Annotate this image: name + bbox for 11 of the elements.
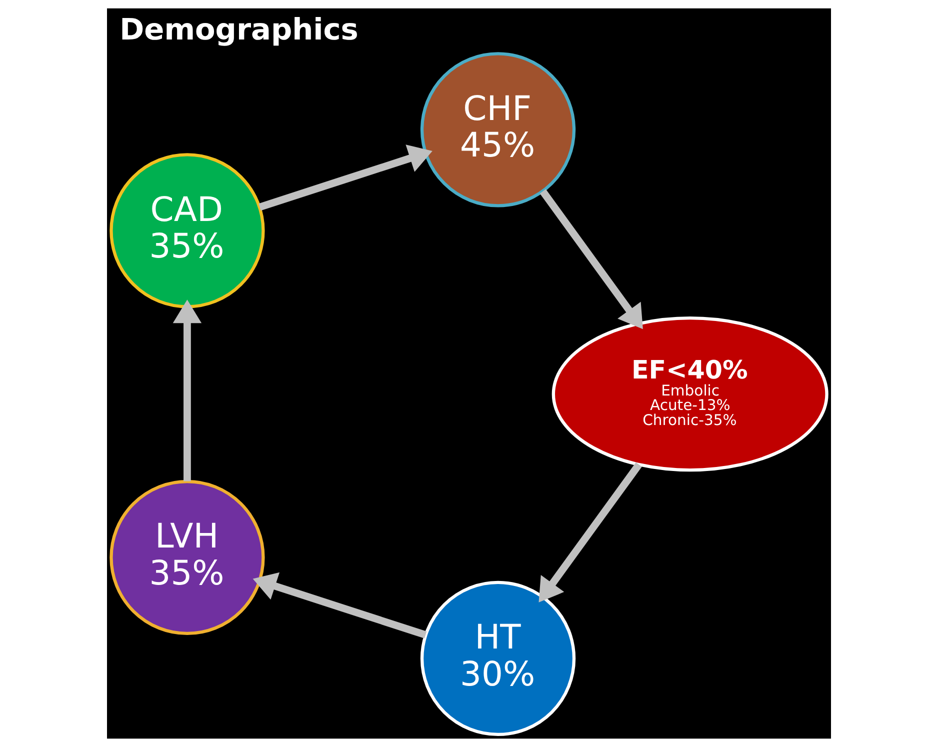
node-circle: CAD 35%	[109, 153, 264, 308]
arrow	[172, 300, 202, 482]
node-circle: CHF 45%	[420, 52, 576, 208]
arrow	[538, 462, 642, 602]
node-circle: HT 30%	[420, 580, 576, 736]
node-circle: LVH 35%	[109, 480, 264, 636]
arrow	[258, 144, 432, 211]
node-ellipse: EF<40% Embolic Acute-13% Chronic-35%	[551, 316, 828, 472]
arrow	[252, 572, 426, 638]
diagram-title: Demographics	[119, 12, 358, 46]
arrow	[539, 189, 642, 330]
